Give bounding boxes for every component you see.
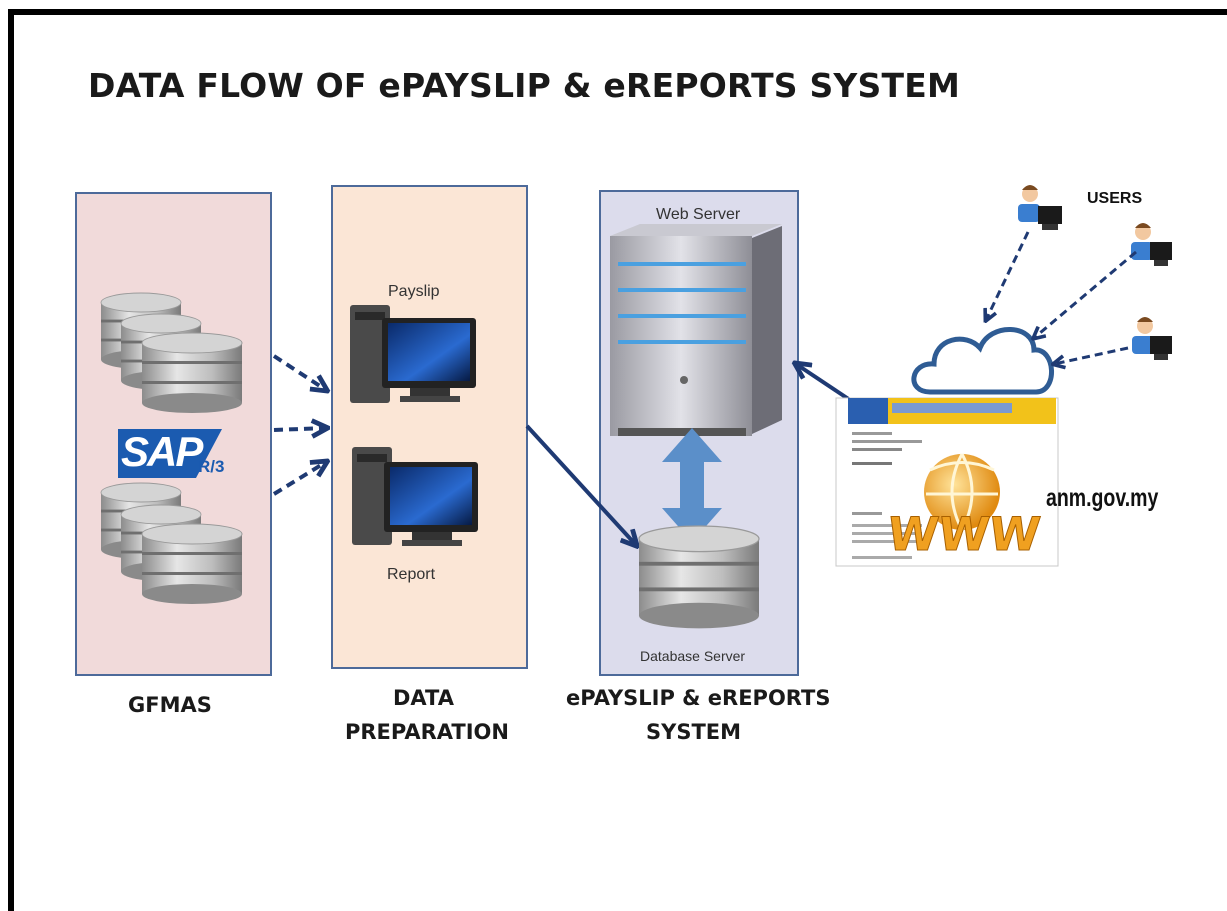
database-server-label: Database Server [640,648,746,664]
payslip-computer-icon [350,305,476,403]
database-server-icon [638,525,760,630]
www-text: WWW [885,507,1043,561]
website-url: anm.gov.my [1046,484,1159,512]
data-preparation-panel [331,185,528,669]
users-label: USERS [1087,190,1143,207]
server-database-double-arrow-icon [662,428,722,542]
user-icon-2 [1131,223,1172,266]
www-globe-icon: WWW [885,453,1043,561]
cloud-icon [911,327,1054,395]
users-to-cloud-arrows [986,231,1137,364]
report-computer-icon [352,447,478,546]
payslip-label: Payslip [388,283,440,300]
gfmas-to-prep-arrows [272,354,326,496]
system-label-line2: SYSTEM [646,720,742,744]
web-server-icon [610,224,782,436]
report-label: Report [387,566,436,583]
website-to-webserver-arrow [796,364,852,402]
database-stack-upper-icon [100,292,243,414]
web-server-label: Web Server [656,206,741,223]
data-prep-label-line2: PREPARATION [345,720,509,744]
sap-logo-subtext: R/3 [198,457,225,476]
user-icon-1 [1018,185,1062,230]
diagram-title: DATA FLOW OF ePAYSLIP & eREPORTS SYSTEM [88,66,960,105]
database-stack-lower-icon [100,482,243,605]
data-prep-label-line1: DATA [393,686,455,710]
gfmas-label: GFMAS [128,693,212,717]
sap-logo-icon [118,429,222,478]
prep-to-database-arrow [525,424,636,545]
system-label-line1: ePAYSLIP & eREPORTS [566,686,831,710]
sap-logo-text: SAP [121,428,203,475]
user-icon-3 [1132,317,1172,360]
